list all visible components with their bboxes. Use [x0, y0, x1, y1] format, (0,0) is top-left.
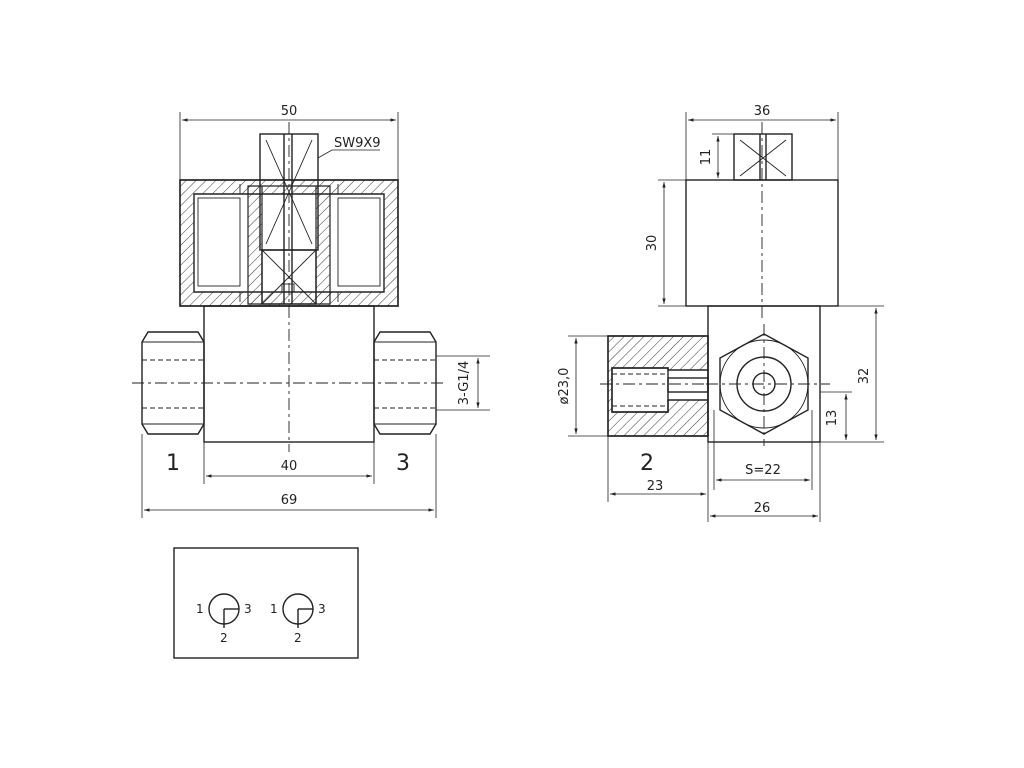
port-label-3: 3 — [396, 451, 410, 476]
dim-label-69: 69 — [281, 493, 298, 508]
side-dim-body-height: 32 — [820, 305, 884, 443]
valve-body — [141, 305, 437, 443]
port-label-2: 2 — [640, 451, 654, 476]
side-port-section — [600, 335, 712, 437]
side-dim-knob: 11 — [699, 133, 734, 178]
dim-label-s22: S=22 — [745, 463, 781, 478]
side-dim-hex: S=22 — [713, 410, 813, 490]
dim-label-50: 50 — [281, 104, 298, 119]
dim-label-36: 36 — [754, 104, 771, 119]
symbol2-port-3: 3 — [318, 602, 326, 616]
dim-label-11: 11 — [699, 149, 714, 166]
side-view: 36 11 30 ø23,0 32 — [557, 104, 884, 522]
symbol1-port-2: 2 — [220, 631, 228, 645]
thread-dim: 3-G1/4 — [436, 355, 490, 411]
dim-label-30: 30 — [645, 235, 660, 252]
dim-label-40: 40 — [281, 459, 298, 474]
symbol1-port-1: 1 — [196, 602, 204, 616]
side-dim-head: 30 — [645, 179, 686, 307]
dim-label-32: 32 — [857, 368, 872, 385]
symbol2-port-2: 2 — [294, 631, 302, 645]
dim-width-top: 50 — [179, 104, 399, 180]
side-dim-body-width: 26 — [710, 442, 821, 522]
side-dim-port-height: 13 — [820, 391, 852, 440]
front-view: 50 SW9X9 3-G1/4 1 3 40 — [132, 104, 490, 518]
valve-symbol-1: 1 3 2 — [196, 593, 252, 645]
dim-overall-width: 69 — [141, 434, 437, 518]
side-dim-diameter: ø23,0 — [557, 335, 608, 437]
valve-symbol-2: 1 3 2 — [270, 593, 326, 645]
side-dim-depth: 23 — [607, 436, 709, 522]
symbol2-port-1: 1 — [270, 602, 278, 616]
wrench-size-label: SW9X9 — [317, 136, 381, 159]
symbol1-port-3: 3 — [244, 602, 252, 616]
dim-label-23: 23 — [647, 479, 664, 494]
dim-label-13: 13 — [825, 410, 840, 427]
dim-body-width: 40 — [203, 442, 375, 484]
dim-label-diameter: ø23,0 — [557, 368, 572, 405]
dim-label-26: 26 — [754, 501, 771, 516]
label-sw9x9: SW9X9 — [334, 136, 381, 151]
port-label-1: 1 — [166, 451, 180, 476]
side-knob — [733, 133, 793, 181]
symbol-box: 1 3 2 1 3 2 — [173, 547, 359, 659]
side-dim-width-top: 36 — [685, 104, 839, 180]
label-thread: 3-G1/4 — [457, 361, 472, 405]
